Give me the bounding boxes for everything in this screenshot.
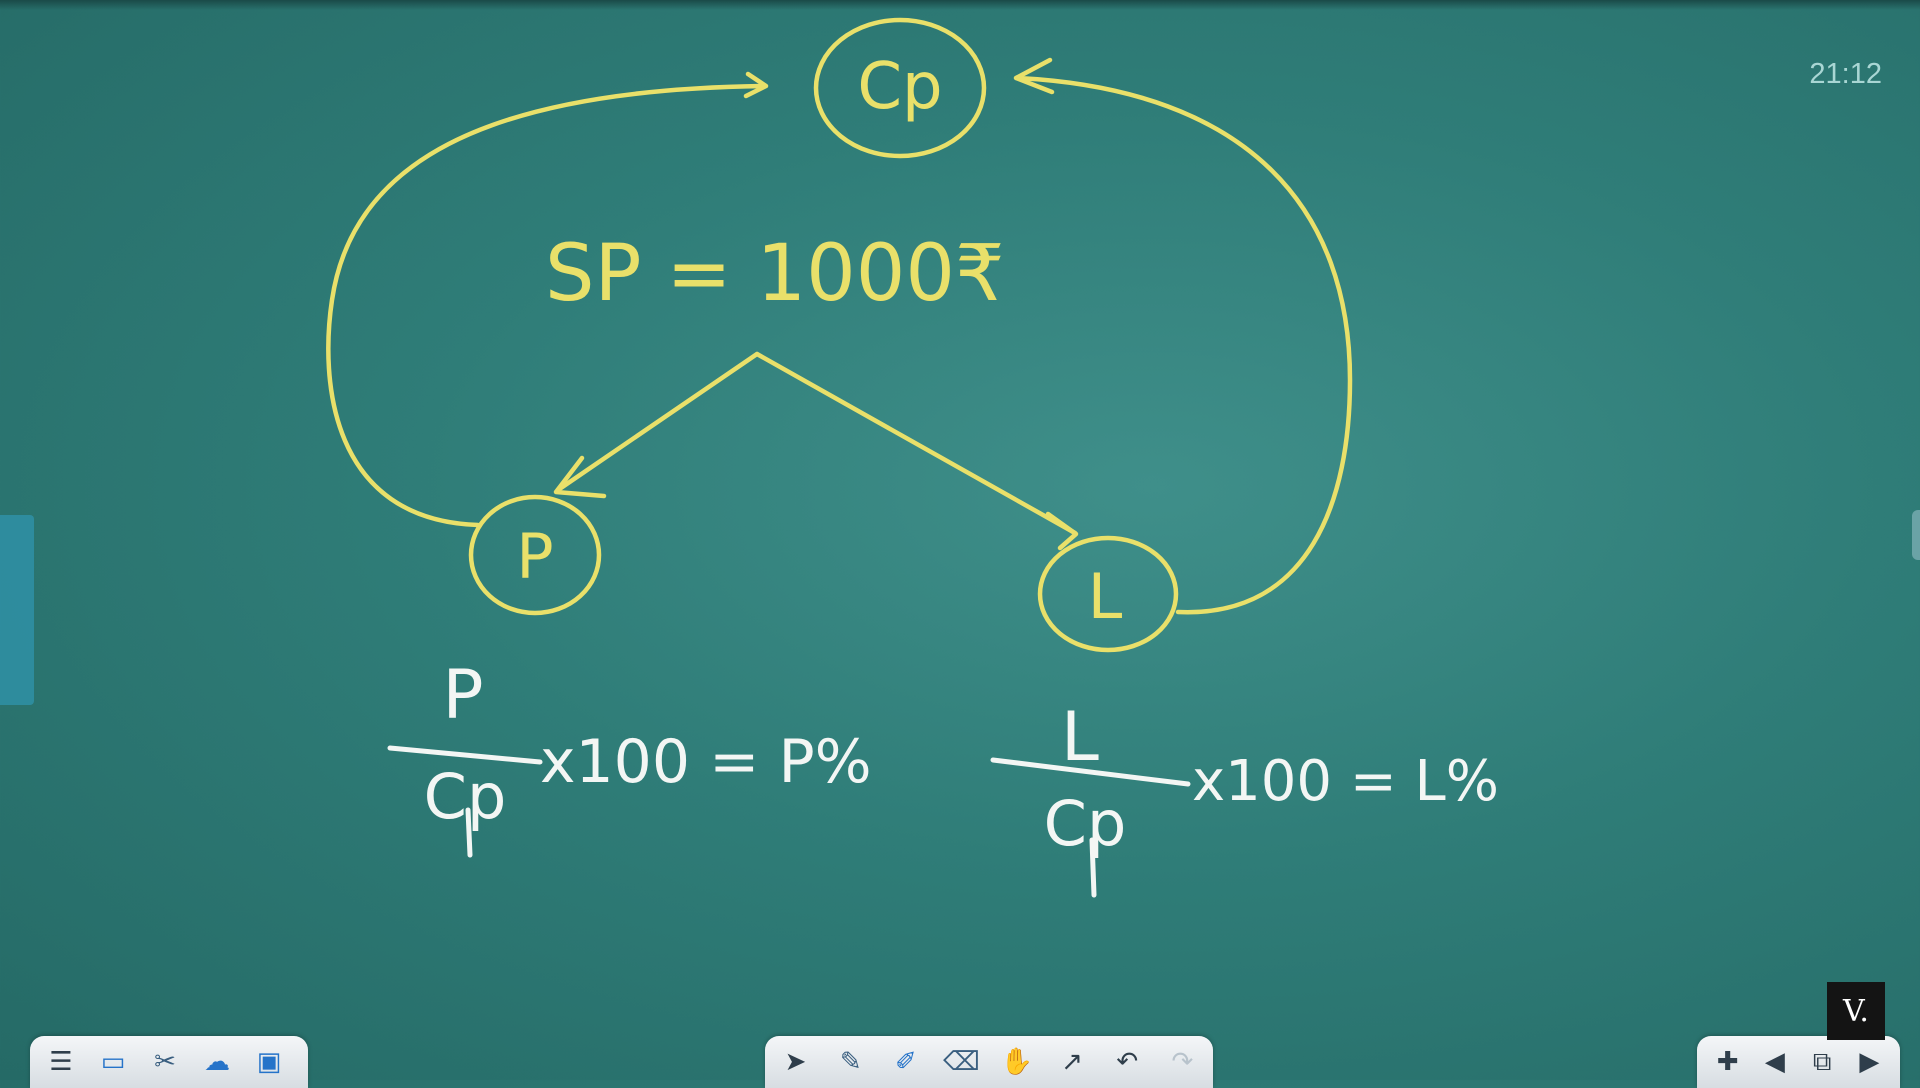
image-icon[interactable]: ▣ <box>256 1047 282 1077</box>
svg-text:P: P <box>516 520 553 593</box>
svg-text:Cp: Cp <box>857 50 942 124</box>
profit-percent-formula: P Cp x100 = P% <box>387 656 872 858</box>
arc-l-to-cp <box>1015 75 1353 615</box>
redo-icon[interactable]: ↷ <box>1171 1047 1194 1077</box>
arrow-to-profit <box>555 351 760 493</box>
node-cp: Cp <box>813 17 987 159</box>
cloud-icon[interactable]: ☁ <box>204 1047 230 1077</box>
channel-logo: V. <box>1827 982 1885 1040</box>
undo-icon[interactable]: ↶ <box>1116 1047 1139 1077</box>
loss-percent-formula: L Cp x100 = L% <box>990 698 1499 898</box>
node-loss: L <box>1037 535 1179 653</box>
hand-icon[interactable]: ✋ <box>1000 1047 1034 1077</box>
side-panel-tab[interactable] <box>0 515 34 705</box>
clock-time: 21:12 <box>1809 58 1882 90</box>
arrow-tool-icon[interactable]: ↗ <box>1061 1047 1084 1077</box>
add-page-icon[interactable]: ✚ <box>1716 1047 1739 1077</box>
selling-price-equation: SP = 1000₹ <box>545 229 1005 319</box>
svg-text:Cp: Cp <box>1044 787 1127 860</box>
page-toolbar: ✚ ◀ ⧉ ▶ <box>1697 1036 1900 1088</box>
page-counter-icon[interactable]: ⧉ <box>1812 1046 1832 1077</box>
next-page-icon[interactable]: ▶ <box>1859 1047 1880 1077</box>
arrow-to-loss <box>754 351 1078 536</box>
select-arrow-icon[interactable]: ➤ <box>784 1047 807 1077</box>
svg-text:x100 = P%: x100 = P% <box>540 727 872 797</box>
arrowhead-loss <box>1045 511 1079 551</box>
top-edge-shade <box>0 0 1920 10</box>
arc-p-to-cp <box>326 83 766 528</box>
eraser-icon[interactable]: ⌫ <box>943 1047 980 1077</box>
svg-text:L: L <box>1088 560 1123 633</box>
svg-text:P: P <box>442 656 483 735</box>
arrowhead-to-cp-right <box>1013 57 1055 95</box>
arrowhead-to-cp-left <box>743 71 769 99</box>
svg-text:x100 = L%: x100 = L% <box>1192 749 1499 814</box>
menu-icon[interactable]: ☰ <box>49 1047 73 1077</box>
right-edge-tab[interactable] <box>1912 510 1920 560</box>
pen-icon[interactable]: ✎ <box>839 1047 862 1077</box>
tools-icon[interactable]: ✂ <box>154 1047 176 1077</box>
drawing-toolbar: ➤ ✎ ✐ ⌫ ✋ ↗ ↶ ↷ <box>765 1036 1213 1088</box>
blackboard-icon[interactable]: ▭ <box>100 1047 126 1077</box>
highlighter-icon[interactable]: ✐ <box>894 1047 917 1077</box>
svg-text:Cp: Cp <box>424 760 507 833</box>
left-toolbar: ☰ ▭ ✂ ☁ ▣ <box>30 1036 308 1088</box>
previous-page-icon[interactable]: ◀ <box>1764 1047 1785 1077</box>
node-profit: P <box>468 494 602 616</box>
arrowhead-profit <box>553 455 607 499</box>
svg-text:L: L <box>1061 698 1099 777</box>
